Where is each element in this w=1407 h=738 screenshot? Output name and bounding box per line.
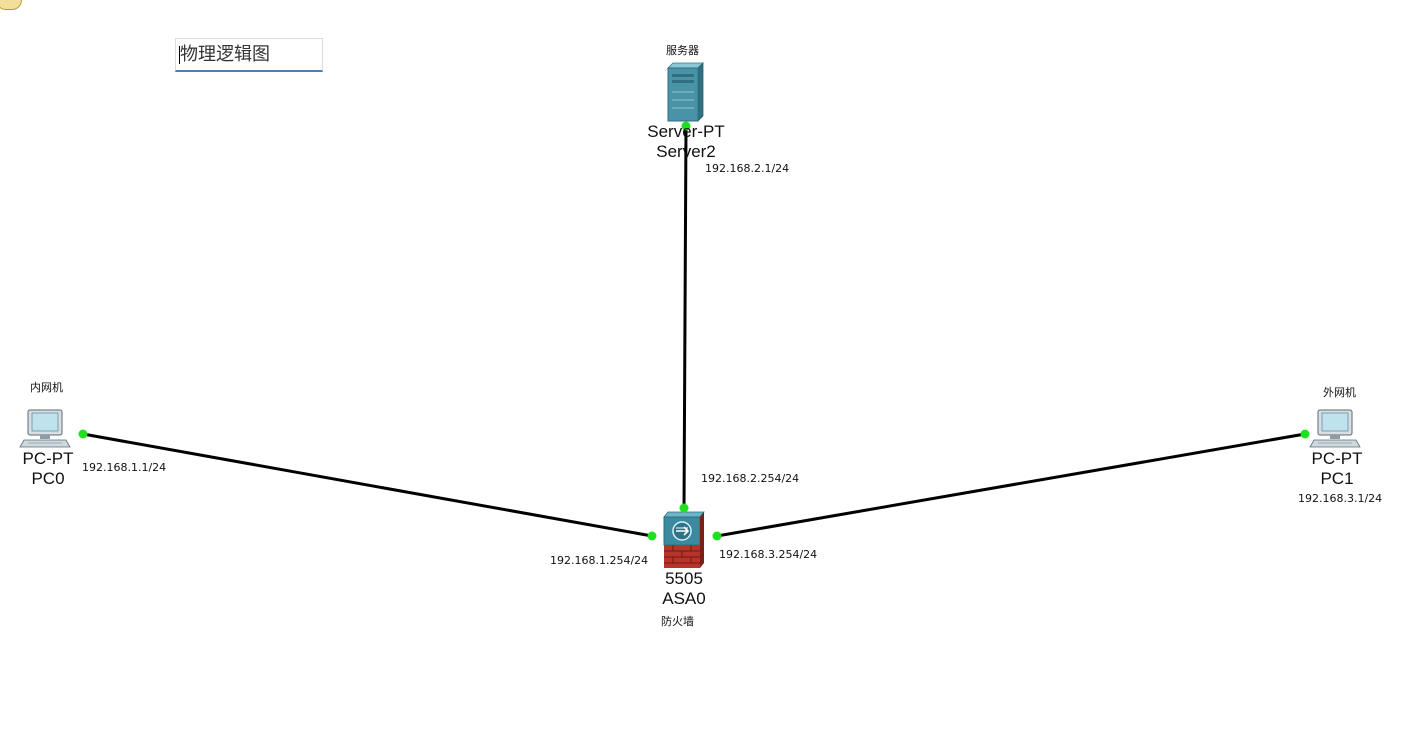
link-server-firewall[interactable] [682, 125, 688, 509]
pc0-icon[interactable] [19, 409, 71, 448]
pc1-name: PC1 [1320, 469, 1354, 488]
port-dot-pc1 [1300, 429, 1310, 439]
server-label[interactable]: Server-PT Server2 [647, 122, 724, 162]
pc1-icon[interactable] [1309, 409, 1361, 448]
server-note: 服务器 [666, 44, 699, 57]
firewall-ip-server-side: 192.168.2.254/24 [701, 472, 800, 485]
pc1-label[interactable]: PC-PT PC1 [1312, 449, 1363, 489]
firewall-ip-pc0-side: 192.168.1.254/24 [550, 554, 649, 567]
pc1-type: PC-PT [1311, 449, 1363, 468]
pc1-note: 外网机 [1323, 386, 1356, 399]
port-dot-firewall-pc0 [647, 531, 657, 541]
firewall-note: 防火墙 [661, 615, 694, 628]
pc0-name: PC0 [31, 469, 65, 488]
pc0-label[interactable]: PC-PT PC0 [23, 449, 74, 489]
link-firewall-pc1[interactable] [716, 432, 1306, 538]
pc1-ip: 192.168.3.1/24 [1298, 492, 1383, 505]
firewall-label[interactable]: 5505 ASA0 [662, 569, 705, 609]
pc0-ip: 192.168.1.1/24 [82, 461, 167, 474]
firewall-icon[interactable] [663, 511, 705, 568]
server-type: Server-PT [647, 122, 725, 141]
firewall-name: ASA0 [662, 589, 706, 608]
link-pc0-firewall[interactable] [82, 432, 653, 538]
server-icon[interactable] [667, 62, 704, 122]
port-dot-pc0 [78, 429, 88, 439]
port-dot-firewall-pc1 [712, 531, 722, 541]
port-dot-firewall-server [679, 503, 689, 513]
firewall-type: 5505 [665, 569, 703, 588]
diagram-title: 物理逻辑图 [180, 44, 270, 65]
pc0-type: PC-PT [22, 449, 74, 468]
diagram-title-note[interactable]: 物理逻辑图 [175, 38, 323, 72]
pc0-note: 内网机 [30, 381, 63, 394]
server-ip: 192.168.2.1/24 [705, 162, 790, 175]
firewall-ip-pc1-side: 192.168.3.254/24 [719, 548, 818, 561]
server-name: Server2 [656, 142, 716, 161]
port-dot-server [681, 121, 691, 131]
